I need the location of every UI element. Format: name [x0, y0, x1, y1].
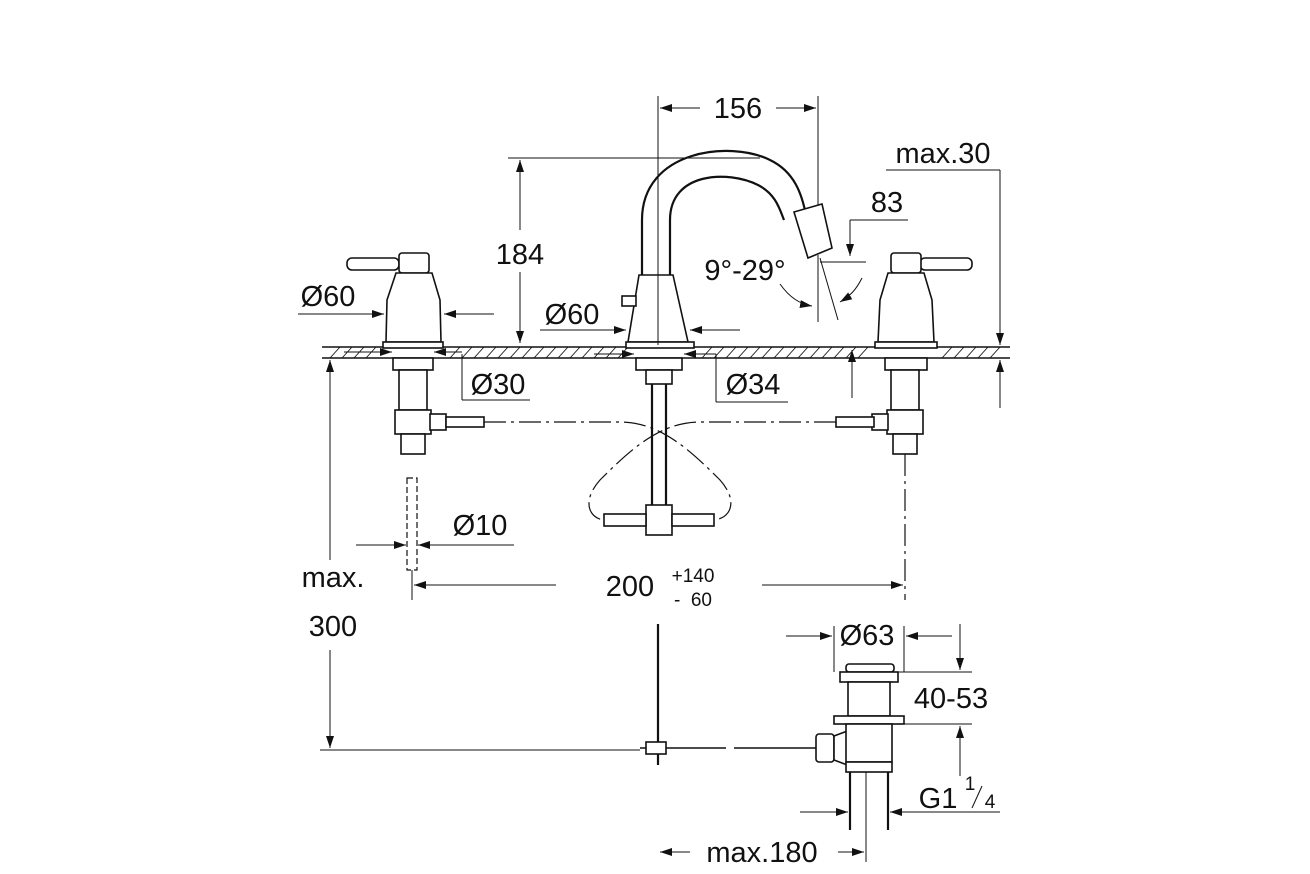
dim-thread-num: 1	[965, 774, 976, 795]
hatch-line	[773, 346, 785, 359]
dim-aerator-height: 83	[871, 187, 903, 219]
hatch-line	[857, 346, 869, 359]
dim-spout-reach: 156	[714, 93, 762, 125]
hatch-line	[545, 346, 557, 359]
dimension-labels: 156 184 max.30 83 9°-29° Ø60 Ø60 Ø30 Ø34…	[301, 93, 996, 869]
countertop-hatching	[329, 346, 1001, 359]
dim-max-300: 300	[309, 611, 357, 643]
hatch-line	[701, 346, 713, 359]
hatch-line	[593, 346, 605, 359]
hatch-line	[833, 346, 845, 359]
hatch-line	[965, 346, 977, 359]
dimension-lines	[298, 96, 1004, 862]
dim-max-thickness: max.30	[895, 138, 990, 170]
hatch-line	[485, 346, 497, 359]
dim-thread-den: 4	[985, 792, 996, 813]
dim-spout-base-dia: Ø60	[545, 299, 600, 331]
hatch-line	[737, 346, 749, 359]
hose-detail	[406, 477, 418, 600]
dim-spout-angle: 9°-29°	[704, 255, 785, 287]
hatch-line	[509, 346, 521, 359]
dim-spacing-minus: - 60	[674, 590, 712, 611]
hatch-line	[329, 346, 341, 359]
popup-waste	[640, 624, 905, 830]
hatch-line	[749, 346, 761, 359]
dim-max-label: max.	[302, 562, 365, 594]
right-handle-valve	[835, 252, 973, 455]
hatch-line	[461, 346, 473, 359]
dim-max-180: max.180	[706, 837, 817, 869]
dim-hose-dia: Ø10	[453, 510, 508, 542]
hatch-line	[845, 346, 857, 359]
hatch-line	[725, 346, 737, 359]
hatch-line	[941, 346, 953, 359]
dim-spout-hole-dia: Ø34	[726, 369, 781, 401]
dim-waste-range: 40-53	[914, 683, 988, 715]
hatch-line	[953, 346, 965, 359]
hatch-line	[533, 346, 545, 359]
dim-spout-height: 184	[496, 239, 544, 271]
dim-waste-dia: Ø63	[840, 620, 895, 652]
hatch-line	[569, 346, 581, 359]
hatch-line	[809, 346, 821, 359]
hatch-line	[989, 346, 1001, 359]
dim-spacing-plus: +140	[672, 566, 715, 587]
hatch-line	[473, 346, 485, 359]
dim-handle-hole-dia: Ø30	[471, 369, 526, 401]
dim-handle-base-dia: Ø60	[301, 281, 356, 313]
hatch-line	[605, 346, 617, 359]
dim-thread-main: G1	[919, 783, 958, 815]
hatch-line	[761, 346, 773, 359]
hatch-line	[581, 346, 593, 359]
dim-spacing-main: 200	[606, 571, 654, 603]
hatch-line	[821, 346, 833, 359]
hatch-line	[497, 346, 509, 359]
hatch-line	[785, 346, 797, 359]
hatch-line	[977, 346, 989, 359]
supply-hoses	[484, 421, 906, 600]
hatch-line	[521, 346, 533, 359]
left-handle-valve	[346, 252, 485, 455]
hatch-line	[557, 346, 569, 359]
hatch-line	[797, 346, 809, 359]
